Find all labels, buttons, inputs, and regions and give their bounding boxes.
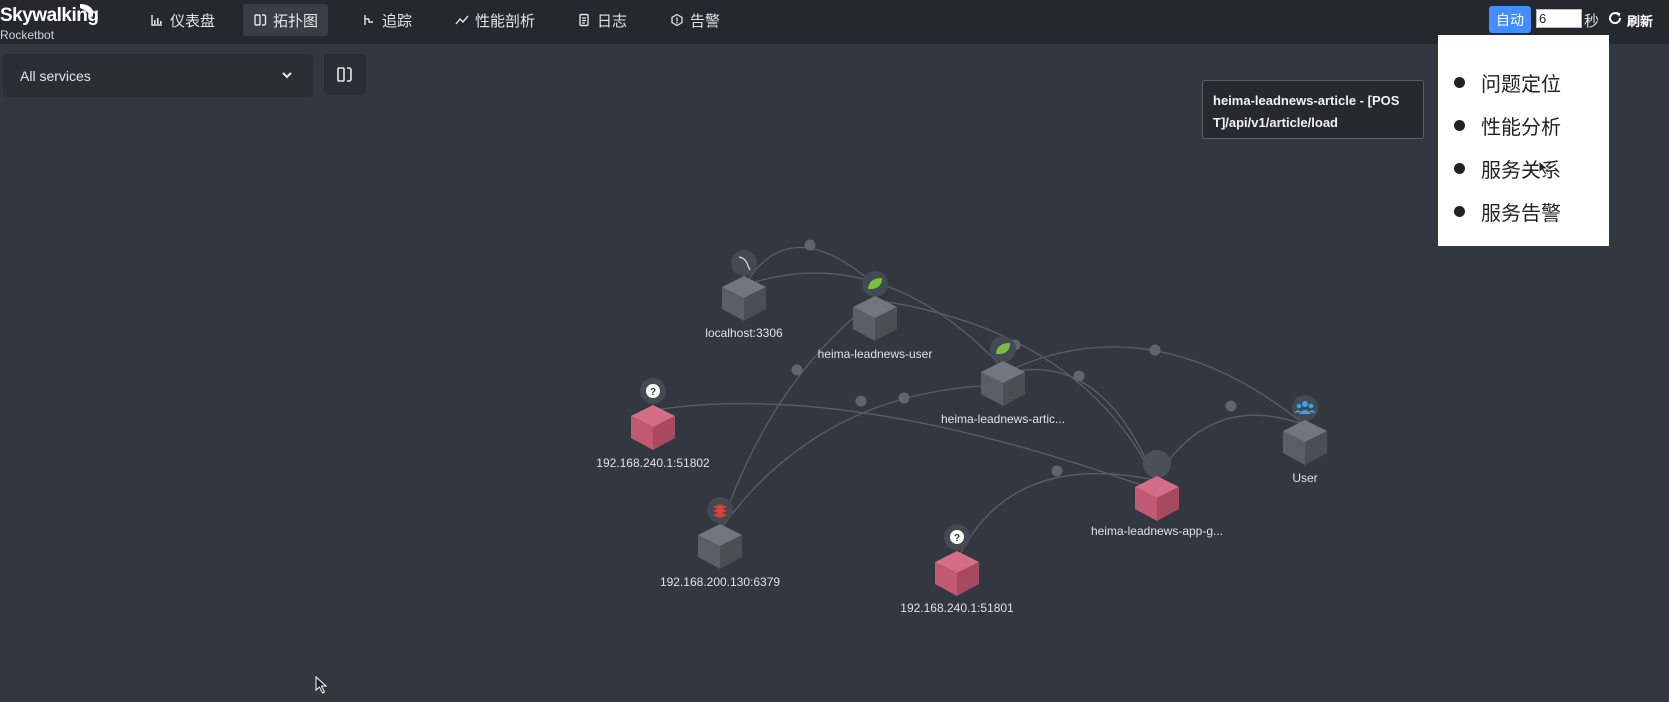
tooltip-line: heima-leadnews-article - [POS [1213, 93, 1400, 108]
service-select[interactable]: All services [3, 54, 313, 97]
topology-node-ip-51802[interactable]: ? 192.168.240.1:51802 [596, 378, 710, 470]
nav-label: 性能剖析 [475, 12, 536, 30]
menu-item-label: 性能分析 [1481, 117, 1561, 139]
nav-label: 日志 [597, 12, 628, 30]
topology-node-user[interactable]: User [1283, 395, 1327, 485]
node-label: 192.168.240.1:51802 [596, 456, 710, 470]
skywalking-logo[interactable]: Skywalking Rocketbot [0, 2, 100, 42]
bullet-icon [1454, 163, 1465, 174]
node-label: 192.168.200.130:6379 [660, 575, 780, 589]
edge [654, 402, 1156, 491]
menu-item-label: 服务告警 [1481, 203, 1561, 225]
users-icon [1294, 401, 1316, 414]
group-toggle-button[interactable] [324, 54, 366, 95]
edge [744, 246, 876, 286]
unknown-icon [646, 384, 660, 398]
profile-icon [455, 15, 469, 25]
logo-subtitle: Rocketbot [0, 28, 55, 42]
node-label: heima-leadnews-artic... [941, 412, 1065, 426]
topology-node-ip-51801[interactable]: ? 192.168.240.1:51801 [900, 524, 1014, 615]
nav-alarm[interactable]: 告警 [660, 4, 730, 36]
edge [956, 473, 1156, 561]
refresh-icon[interactable] [1607, 10, 1623, 26]
refresh-interval-input[interactable] [1536, 9, 1582, 28]
bullet-icon [1454, 206, 1465, 217]
menu-item-locate-issue[interactable]: 问题定位 [1438, 61, 1609, 104]
edge-midpoint[interactable] [855, 395, 867, 407]
unknown-icon [950, 530, 964, 544]
dashboard-icon [151, 15, 162, 26]
trace-icon [364, 15, 373, 25]
edge-midpoint[interactable] [791, 364, 803, 376]
edge [719, 299, 876, 531]
nav-label: 告警 [690, 12, 721, 30]
edge-midpoint[interactable] [1149, 344, 1161, 356]
mysql-icon [738, 256, 751, 271]
cursor-icon [315, 676, 328, 694]
topology-icon [254, 14, 267, 26]
top-bar: Skywalking Rocketbot 仪表盘 拓扑图 追踪 性能剖析 日志 … [0, 0, 1669, 44]
tooltip-line: T]/api/v1/article/load [1213, 115, 1338, 130]
edge-midpoint[interactable] [1073, 370, 1085, 382]
interval-unit-label: 秒 [1584, 13, 1600, 30]
menu-item-performance[interactable]: 性能分析 [1438, 104, 1609, 147]
nav-label: 追踪 [382, 12, 413, 30]
redis-icon [713, 504, 727, 518]
service-select-value: All services [20, 68, 91, 84]
bullet-icon [1454, 77, 1465, 88]
edge [719, 384, 1001, 531]
nav-profile[interactable]: 性能剖析 [445, 4, 545, 36]
bullet-icon [1454, 120, 1465, 131]
edge-midpoint[interactable] [804, 239, 816, 251]
nav-dashboard[interactable]: 仪表盘 [140, 4, 225, 36]
node-label: User [1292, 471, 1317, 485]
node-label: localhost:3306 [705, 326, 783, 340]
node-label: 192.168.240.1:51801 [900, 601, 1014, 615]
refresh-button[interactable]: 刷新 [1627, 14, 1654, 29]
topology-node-redis[interactable]: 192.168.200.130:6379 [660, 497, 780, 589]
spring-leaf-icon [996, 343, 1010, 354]
endpoint-tooltip: heima-leadnews-article - [POS T]/api/v1/… [1202, 80, 1424, 139]
nav-label: 仪表盘 [170, 12, 216, 30]
node-context-menu: 问题定位 性能分析 服务关系 服务告警 [1438, 35, 1609, 246]
cursor-icon [1538, 160, 1550, 176]
chevron-down-icon [282, 72, 292, 79]
nav-log[interactable]: 日志 [567, 4, 637, 36]
alarm-icon [671, 13, 683, 27]
log-icon [579, 13, 589, 27]
edge [874, 299, 1156, 481]
svg-text:?: ? [650, 387, 656, 398]
nav-label: 拓扑图 [273, 12, 319, 30]
node-label: heima-leadnews-app-g... [1091, 524, 1223, 538]
topology-group-icon [337, 66, 352, 82]
svg-text:?: ? [954, 533, 960, 544]
logo-swoosh-icon [80, 4, 94, 18]
node-label: heima-leadnews-user [818, 347, 933, 361]
topology-node-mysql[interactable]: localhost:3306 [705, 250, 783, 340]
topology-node-gateway[interactable]: heima-leadnews-app-g... [1091, 450, 1223, 538]
edge-midpoint[interactable] [1051, 465, 1063, 477]
spring-leaf-icon [868, 278, 882, 289]
auto-refresh-button[interactable]: 自动 [1489, 6, 1531, 33]
nav-topology[interactable]: 拓扑图 [243, 4, 329, 36]
edge-midpoint[interactable] [1225, 400, 1237, 412]
edge [999, 368, 1156, 481]
menu-item-service-relation[interactable]: 服务关系 [1438, 147, 1609, 190]
edge-midpoint[interactable] [898, 392, 910, 404]
menu-item-service-alarm[interactable]: 服务告警 [1438, 190, 1609, 233]
topology-node-article-service[interactable]: heima-leadnews-artic... [941, 336, 1065, 426]
logo-text: Skywalking [0, 5, 99, 26]
menu-item-label: 问题定位 [1481, 74, 1561, 96]
topology-node-user-service[interactable]: heima-leadnews-user [818, 271, 933, 361]
nav-trace[interactable]: 追踪 [352, 4, 422, 36]
edge [1154, 414, 1306, 481]
